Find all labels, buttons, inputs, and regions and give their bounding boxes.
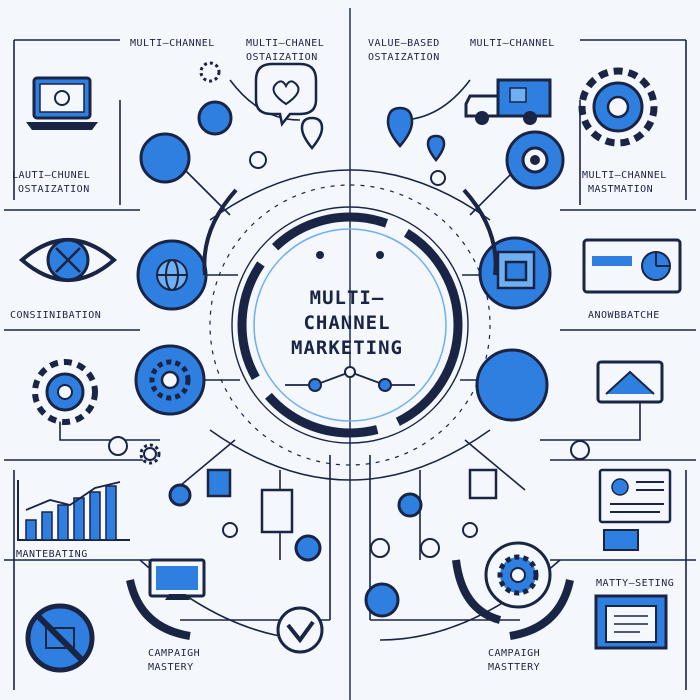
- label-bottom-right: CAMPAIGH: [488, 648, 541, 659]
- label-bottom-left-sub: MASTERY: [148, 662, 194, 673]
- ring-nodes: [285, 251, 415, 392]
- label-top-left-a: MULTI–CHANNEL: [130, 38, 215, 49]
- center-title: MULTI– CHANNEL MARKETING: [262, 286, 432, 361]
- label-right-mid: ANOWBBATCHE: [588, 310, 660, 321]
- gear-icon: [32, 61, 658, 596]
- laptop-icon: [26, 76, 98, 130]
- decor-dots: [108, 151, 590, 558]
- center-title-line-2: CHANNEL: [303, 312, 391, 334]
- label-right-upper-sub: MASTMATION: [588, 184, 654, 195]
- label-bottom-right-sub: MASTTERY: [488, 662, 541, 673]
- label-left-mid: CONSIINIBATION: [10, 310, 102, 321]
- robot-icon: [521, 146, 549, 174]
- monitor-icon: [148, 558, 206, 600]
- label-top-right-a-sub: OSTAIZATION: [368, 52, 440, 63]
- label-left-upper-sub: OSTAIZATION: [18, 184, 90, 195]
- label-top-right-a: VALUE–BASED: [368, 38, 440, 49]
- connector-wires: [59, 79, 641, 641]
- eye-icon: [18, 238, 118, 282]
- label-top-left-b-sub: OSTAIZATION: [246, 52, 318, 63]
- frame-lines: [4, 8, 696, 700]
- globe-icon: [156, 259, 188, 291]
- no-symbol-icon: [25, 603, 95, 673]
- tile-icons: [206, 250, 536, 534]
- center-title-line-3: MARKETING: [291, 337, 403, 359]
- label-bottom-left: CAMPAIGH: [148, 648, 201, 659]
- heart-bubble-icon: [254, 62, 318, 127]
- shield-check-icon: [276, 606, 324, 654]
- label-left-upper: LAUTI–CHUNEL: [12, 170, 91, 181]
- monitor-chart-icon: [582, 238, 682, 294]
- bar-chart-icon: [17, 480, 130, 541]
- center-title-line-1: MULTI–: [309, 287, 385, 309]
- label-right-upper: MULTI–CHANNEL: [582, 170, 667, 181]
- label-right-lower: MATTY–SETING: [596, 578, 675, 589]
- label-top-right-b: MULTI–CHANNEL: [470, 38, 555, 49]
- location-pin-icon: [300, 106, 446, 163]
- document-icon: [598, 468, 672, 551]
- bottom-arcs: [126, 559, 574, 640]
- folder-icon: [594, 594, 668, 650]
- truck-icon: [464, 78, 552, 125]
- center-ring: [209, 169, 491, 481]
- side-arcs: [202, 188, 498, 276]
- tablet-icon: [596, 360, 664, 404]
- label-left-lower: MANTEBATING: [16, 549, 88, 560]
- label-top-left-b: MULTI–CHANEL: [246, 38, 325, 49]
